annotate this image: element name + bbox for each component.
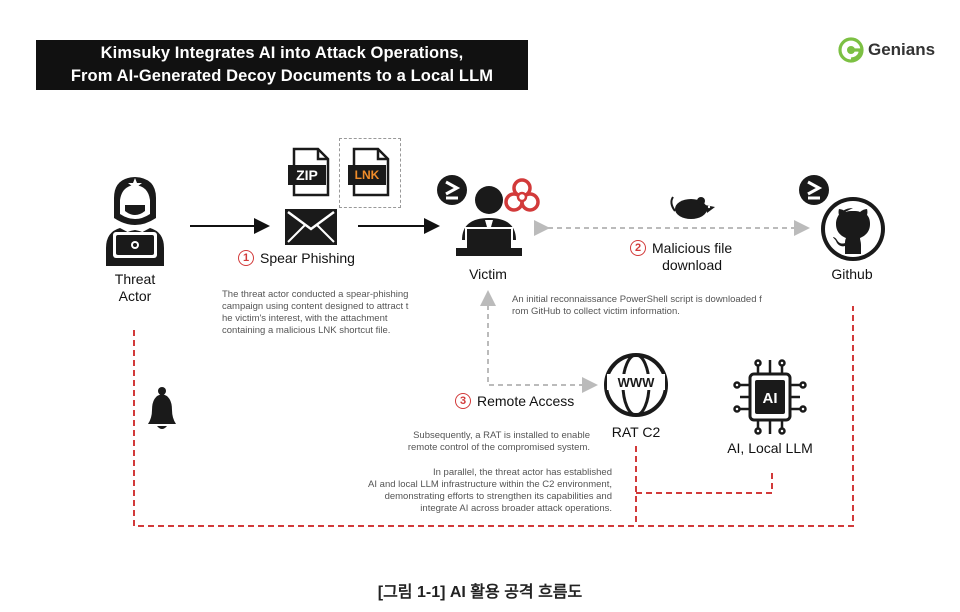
step-1-label: Spear Phishing [260, 250, 355, 266]
step-3-label: Remote Access [477, 393, 575, 409]
biohazard-icon [504, 178, 540, 212]
rat-malware-icon [670, 196, 715, 219]
email-icon [285, 209, 337, 245]
rat-c2-label: RAT C2 [611, 424, 661, 440]
bell-icon [148, 387, 176, 429]
brand-name: Genians [868, 40, 936, 59]
victim-label: Victim [469, 266, 507, 282]
ai-local-llm-label: AI, Local LLM [727, 440, 813, 456]
step-2-number: 2 [630, 240, 646, 256]
download-description: An initial reconnaissance PowerShell scr… [512, 294, 762, 317]
next-step-icon-github [799, 175, 829, 205]
rat-description: Subsequently, a RAT is installed to enab… [407, 430, 590, 453]
title-banner: Kimsuky Integrates AI into Attack Operat… [36, 40, 528, 90]
step-1-spear-phishing: 1 Spear Phishing [238, 250, 355, 266]
step-2-malicious-download: 2 Malicious file download [630, 240, 732, 274]
lnk-file-icon: LNK [348, 147, 390, 197]
zip-file-icon: ZIP [288, 147, 330, 197]
www-globe-icon: WWW [604, 353, 668, 417]
phishing-description: The threat actor conducted a spear-phish… [222, 289, 409, 336]
github-label: Github [831, 266, 873, 282]
step-1-number: 1 [238, 250, 254, 266]
step-3-number: 3 [455, 393, 471, 409]
next-step-icon-victim [437, 175, 467, 205]
hacker-icon [106, 177, 164, 266]
www-text: WWW [618, 375, 656, 390]
ai-chip-icon: AI [733, 359, 807, 435]
arrow-victim-rat [487, 296, 598, 393]
genians-logo-icon [838, 37, 864, 63]
zip-text: ZIP [296, 167, 318, 183]
red-line-ai [636, 472, 773, 494]
title-line-1: Kimsuky Integrates AI into Attack Operat… [100, 44, 464, 62]
figure-caption: [그림 1-1] AI 활용 공격 흐름도 [377, 584, 583, 601]
lnk-text: LNK [355, 168, 380, 182]
ai-text: AI [763, 390, 778, 407]
step-3-remote-access: 3 Remote Access [455, 393, 574, 409]
red-loop-outer [133, 306, 854, 527]
lnk-file-frame [339, 138, 401, 208]
step-2-label: Malicious file download [652, 240, 733, 273]
title-line-2: From AI-Generated Decoy Documents to a L… [70, 67, 494, 85]
victim-user-icon [456, 186, 522, 256]
ai-description: In parallel, the threat actor has establ… [368, 467, 612, 514]
github-icon [821, 197, 885, 261]
brand-logo: Genians [838, 37, 935, 63]
threat-actor-label: Threat Actor [114, 271, 156, 304]
